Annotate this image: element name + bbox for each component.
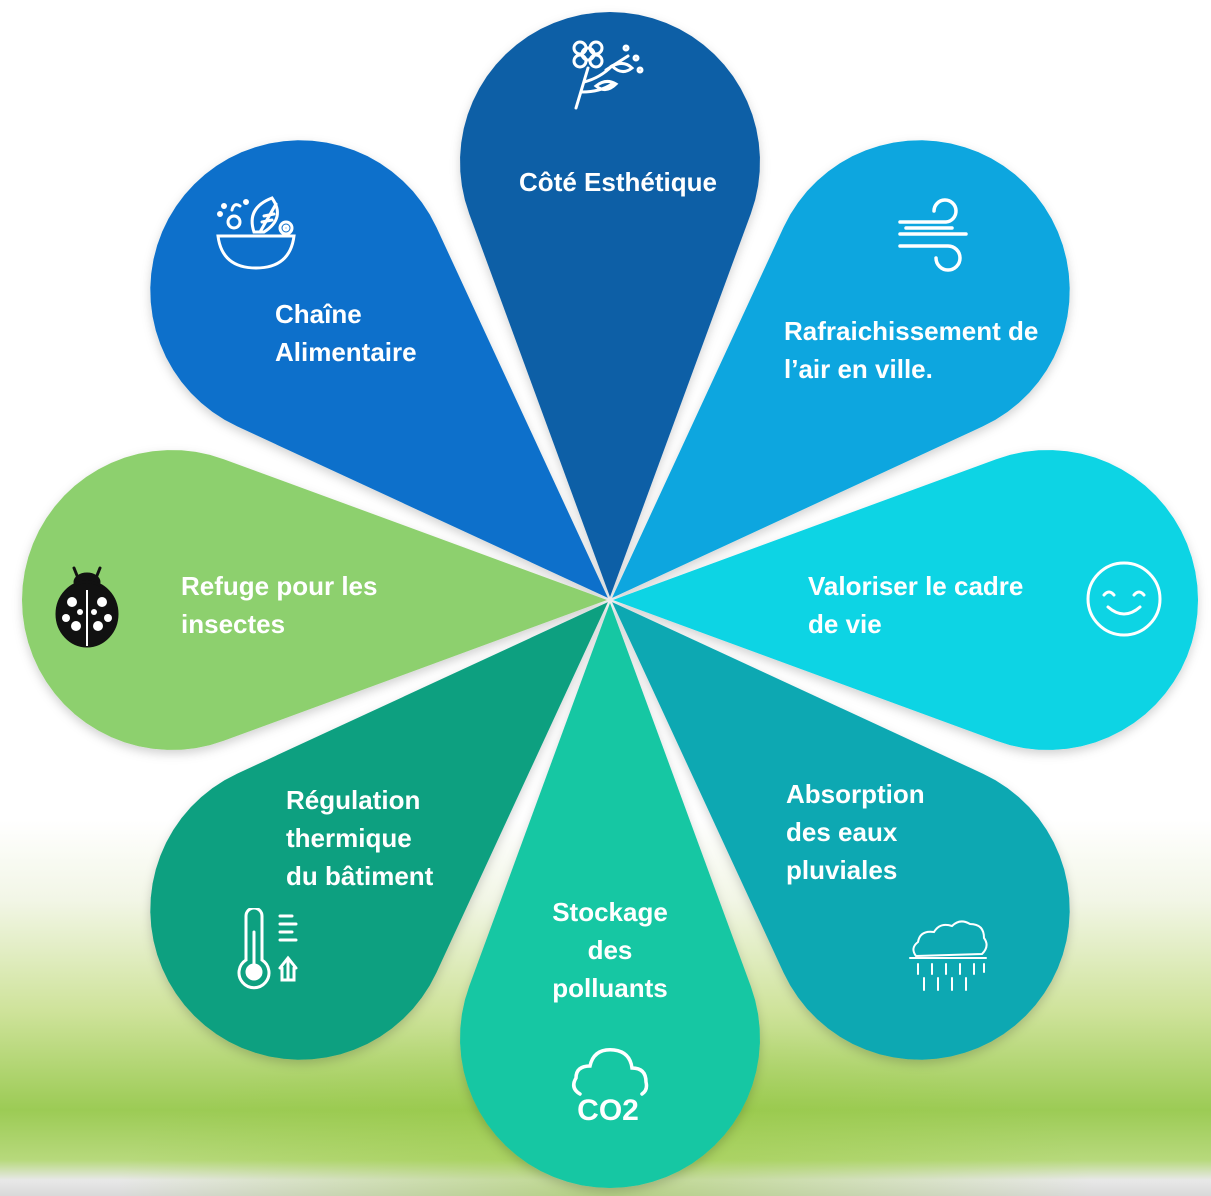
- petal-label-regulation: Régulation thermique du bâtiment: [286, 785, 434, 891]
- petal-eaux-pluviales: [612, 602, 1070, 1060]
- wind-icon: [898, 198, 968, 272]
- petal-label-cadre-de-vie: Valoriser le cadre de vie: [808, 571, 1024, 639]
- petal-cadre-de-vie: [613, 450, 1198, 750]
- petal-alimentaire: [150, 140, 608, 598]
- petal-insectes: [22, 450, 607, 750]
- petal-regulation: [150, 602, 608, 1060]
- petal-label-esthetique: Côté Esthétique: [519, 167, 717, 197]
- salad-bowl-icon: [216, 196, 296, 270]
- petal-label-rafraichissement: Rafraichissement de l’air en ville.: [784, 316, 1039, 384]
- petal-polluants: [460, 603, 760, 1188]
- ladybug-icon: [55, 566, 119, 648]
- smiley-icon: [1086, 561, 1162, 637]
- flower-branch-icon: [572, 40, 644, 110]
- petal-label-eaux-pluviales: Absorption des eaux pluviales: [786, 779, 925, 885]
- co2-label: CO2: [577, 1094, 639, 1124]
- thermometer-icon: [237, 908, 298, 990]
- petal-label-alimentaire: Chaîne Alimentaire: [275, 299, 417, 367]
- petal-label-insectes: Refuge pour les insectes: [181, 571, 378, 639]
- petal-label-polluants: Stockage des polluants: [552, 897, 668, 1003]
- petal-rafraichissement: [612, 140, 1070, 598]
- rain-cloud-icon: [909, 920, 988, 991]
- petal-esthetique: [460, 12, 760, 597]
- co2-cloud-icon: CO2: [572, 1048, 649, 1124]
